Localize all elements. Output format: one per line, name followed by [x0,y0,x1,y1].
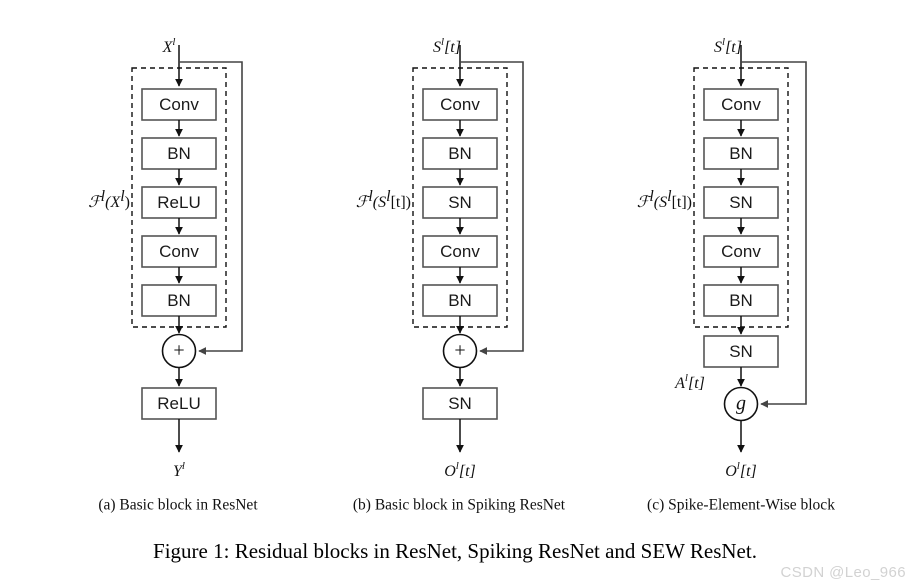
block-sn-1-spiking[interactable]: SN [422,186,498,219]
block-bn-2-sew[interactable]: BN [703,284,779,317]
block-bn-1-spiking[interactable]: BN [422,137,498,170]
block-sn-1-sew[interactable]: SN [703,186,779,219]
block-label: SN [729,342,753,361]
watermark-text: CSDN @Leo_966 [780,564,906,581]
block-sn-out-spiking[interactable]: SN [422,387,498,420]
block-relu-out-resnet[interactable]: ReLU [141,387,217,420]
block-label: ReLU [157,394,200,413]
intermediate-label-sew: Al[t] [674,372,705,392]
block-bn-1-resnet[interactable]: BN [141,137,217,170]
input-label-resnet: Xl [162,36,176,56]
column-resnet: Xl ℱl(Xl) Conv BN [88,36,258,514]
column-spiking-resnet: Sl[t] ℱl(Sl[t]) Conv BN SN [353,36,566,514]
block-conv-1-resnet[interactable]: Conv [141,88,217,121]
skip-connection-sew [741,61,807,408]
block-conv-1-spiking[interactable]: Conv [422,88,498,121]
input-label-spiking: Sl[t] [433,36,461,56]
figure-caption: Figure 1: Residual blocks in ResNet, Spi… [153,539,757,563]
block-conv-2-spiking[interactable]: Conv [422,235,498,268]
block-bn-2-resnet[interactable]: BN [141,284,217,317]
block-label: ReLU [157,193,200,212]
merge-node-add-resnet[interactable]: + [161,333,197,369]
block-bn-2-spiking[interactable]: BN [422,284,498,317]
block-label: SN [729,193,753,212]
block-label: BN [729,144,753,163]
residual-function-label-spiking: ℱl(Sl[t]) [356,188,411,211]
residual-function-label-resnet: ℱl(Xl) [88,188,130,211]
block-conv-2-resnet[interactable]: Conv [141,235,217,268]
block-label: BN [448,144,472,163]
block-label: SN [448,394,472,413]
block-label: BN [448,291,472,310]
block-conv-2-sew[interactable]: Conv [703,235,779,268]
block-label: SN [448,193,472,212]
skip-connection-spiking [460,61,524,355]
output-label-resnet: Yl [173,460,185,480]
block-bn-1-sew[interactable]: BN [703,137,779,170]
block-label: Conv [159,242,199,261]
block-label: Conv [440,95,480,114]
block-conv-1-sew[interactable]: Conv [703,88,779,121]
block-sn-pre-merge-sew[interactable]: SN [703,335,779,368]
output-label-sew: Ol[t] [725,460,757,480]
block-label: BN [167,291,191,310]
block-relu-1-resnet[interactable]: ReLU [141,186,217,219]
merge-node-add-spiking[interactable]: + [442,333,478,369]
merge-symbol: + [173,340,184,362]
block-label: Conv [440,242,480,261]
residual-function-label-sew: ℱl(Sl[t]) [637,188,692,211]
column-sew-resnet: Sl[t] ℱl(Sl[t]) Conv BN SN [637,36,835,514]
skip-connection-resnet [179,61,243,355]
subcaption-sew: (c) Spike-Element-Wise block [647,497,835,514]
block-label: BN [167,144,191,163]
merge-node-g-sew[interactable]: g [723,386,759,422]
output-label-spiking: Ol[t] [444,460,476,480]
input-label-sew: Sl[t] [714,36,742,56]
block-label: BN [729,291,753,310]
merge-symbol: + [454,340,465,362]
block-label: Conv [721,95,761,114]
merge-symbol: g [736,393,746,415]
block-label: Conv [721,242,761,261]
subcaption-spiking: (b) Basic block in Spiking ResNet [353,497,566,514]
subcaption-resnet: (a) Basic block in ResNet [98,497,258,514]
block-label: Conv [159,95,199,114]
